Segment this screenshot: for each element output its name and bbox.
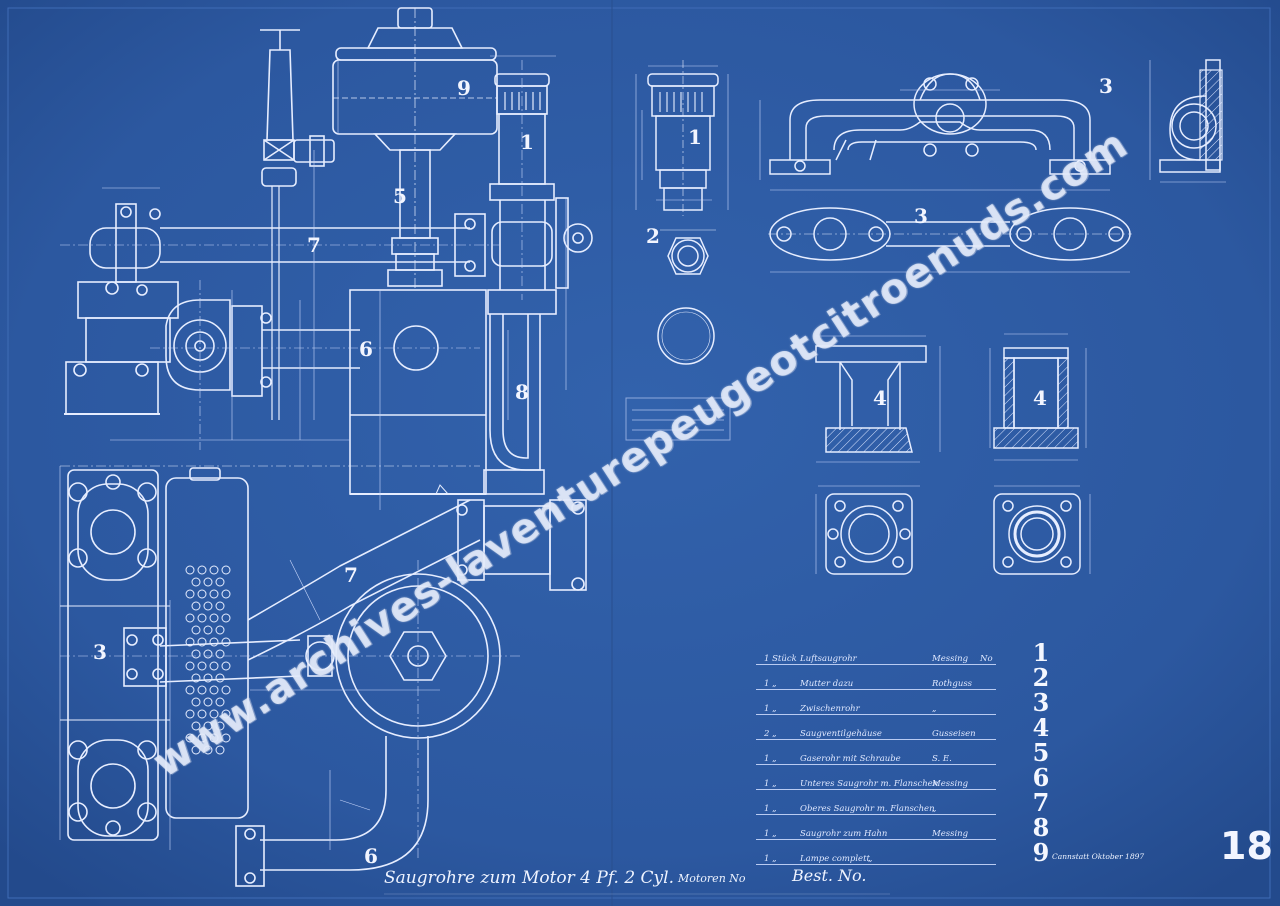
callout-7: 7 — [307, 233, 321, 257]
part-material: „ — [868, 854, 873, 864]
part-material: Messing — [932, 829, 969, 839]
part-number: 8 — [1032, 813, 1050, 842]
sheet-number: 18 — [1220, 824, 1273, 868]
part-material: S. E. — [932, 754, 952, 764]
lamp-assembly — [332, 7, 498, 290]
detail-1-air-tube — [635, 60, 729, 216]
part-name: Mutter dazu — [800, 679, 854, 689]
part-qty: 1 „ — [764, 754, 777, 764]
part-name: Luftsaugrohr — [800, 654, 857, 664]
callout-detail-4b: 4 — [1033, 386, 1047, 410]
part-extra: No — [980, 654, 993, 664]
part-name: Unteres Saugrohr m. Flanschen — [800, 779, 939, 789]
callout-5: 5 — [393, 184, 407, 208]
plan-view — [59, 465, 587, 887]
part-number: 3 — [1032, 688, 1050, 717]
detail-3-side-view — [1149, 59, 1226, 183]
callout-9: 9 — [457, 76, 471, 100]
parts-row: 2 „ Saugventilgehäuse Gusseisen — [756, 721, 996, 743]
part-number: 1 — [1032, 638, 1050, 667]
callout-detail-4a: 4 — [873, 386, 887, 410]
part-name: Zwischenrohr — [800, 704, 860, 714]
callout-8: 8 — [515, 380, 529, 404]
date-place: Cannstatt Oktober 1897 — [1052, 852, 1145, 861]
drawing-title: Saugrohre zum Motor 4 Pf. 2 Cyl. — [384, 868, 675, 888]
part-number: 2 — [1032, 663, 1050, 692]
callout-plan-7: 7 — [344, 563, 358, 587]
part-qty: 1 „ — [764, 829, 777, 839]
part-qty: 1 „ — [764, 679, 777, 689]
part-name: Saugrohr zum Hahn — [800, 829, 888, 839]
part-name: Gaserohr mit Schraube — [800, 754, 901, 764]
faint-stamp — [625, 397, 731, 441]
callout-detail-3-plan: 3 — [914, 204, 928, 228]
part-qty: 2 „ — [764, 729, 777, 739]
part-name: Lampe complett — [800, 854, 870, 864]
detail-3-intermediate-pipe — [759, 73, 1132, 273]
parts-row: 1 „ Gaserohr mit Schraube S. E. — [756, 746, 996, 768]
callout-plan-6: 6 — [364, 844, 378, 868]
callout-detail-3-side: 3 — [1099, 74, 1113, 98]
part-number: 6 — [1032, 763, 1050, 792]
part-material: „ — [932, 704, 937, 714]
part-material: Gusseisen — [932, 729, 976, 739]
part-qty: 1 „ — [764, 779, 777, 789]
detail-4-valve-housing-a — [815, 335, 941, 575]
callout-detail-1: 1 — [688, 125, 702, 149]
parts-row: 1 „ Oberes Saugrohr m. Flanschen „ — [756, 796, 996, 818]
main-elevation-view — [60, 7, 593, 510]
part-number: 4 — [1032, 713, 1050, 742]
part-material: Rothguss — [932, 679, 973, 689]
part-name: Saugventilgehäuse — [800, 729, 882, 739]
parts-row: 1 Stück Luftsaugrohr Messing No — [756, 646, 996, 668]
parts-row: 1 „ Unteres Saugrohr m. Flanschen Messin… — [756, 771, 996, 793]
parts-row: 1 „ Saugrohr zum Hahn Messing — [756, 821, 996, 843]
part-number: 7 — [1032, 788, 1050, 817]
callout-detail-2: 2 — [646, 224, 660, 248]
parts-row: 1 „ Zwischenrohr „ — [756, 696, 996, 718]
callout-1: 1 — [520, 130, 534, 154]
callout-plan-3: 3 — [93, 640, 107, 664]
part-number: 5 — [1032, 738, 1050, 767]
part-qty: 1 „ — [764, 854, 777, 864]
part-qty: 1 Stück — [764, 654, 797, 664]
order-number-label: Best. No. — [792, 866, 867, 885]
part-qty: 1 „ — [764, 704, 777, 714]
part-name: Oberes Saugrohr m. Flanschen — [800, 804, 935, 814]
part-material: Messing — [932, 779, 969, 789]
parts-row: 1 „ Mutter dazu Rothguss — [756, 671, 996, 693]
parts-row: 1 „ Lampe complett „ — [756, 846, 996, 868]
detail-4-valve-housing-b — [989, 333, 1091, 575]
callout-6: 6 — [359, 337, 373, 361]
part-material: Messing — [932, 654, 969, 664]
part-qty: 1 „ — [764, 804, 777, 814]
motor-number-label: Motoren No — [678, 872, 746, 885]
part-material: „ — [932, 804, 937, 814]
detail-2-nut — [657, 229, 716, 365]
perforation-grid — [185, 565, 231, 755]
part-number: 9 — [1032, 838, 1050, 867]
